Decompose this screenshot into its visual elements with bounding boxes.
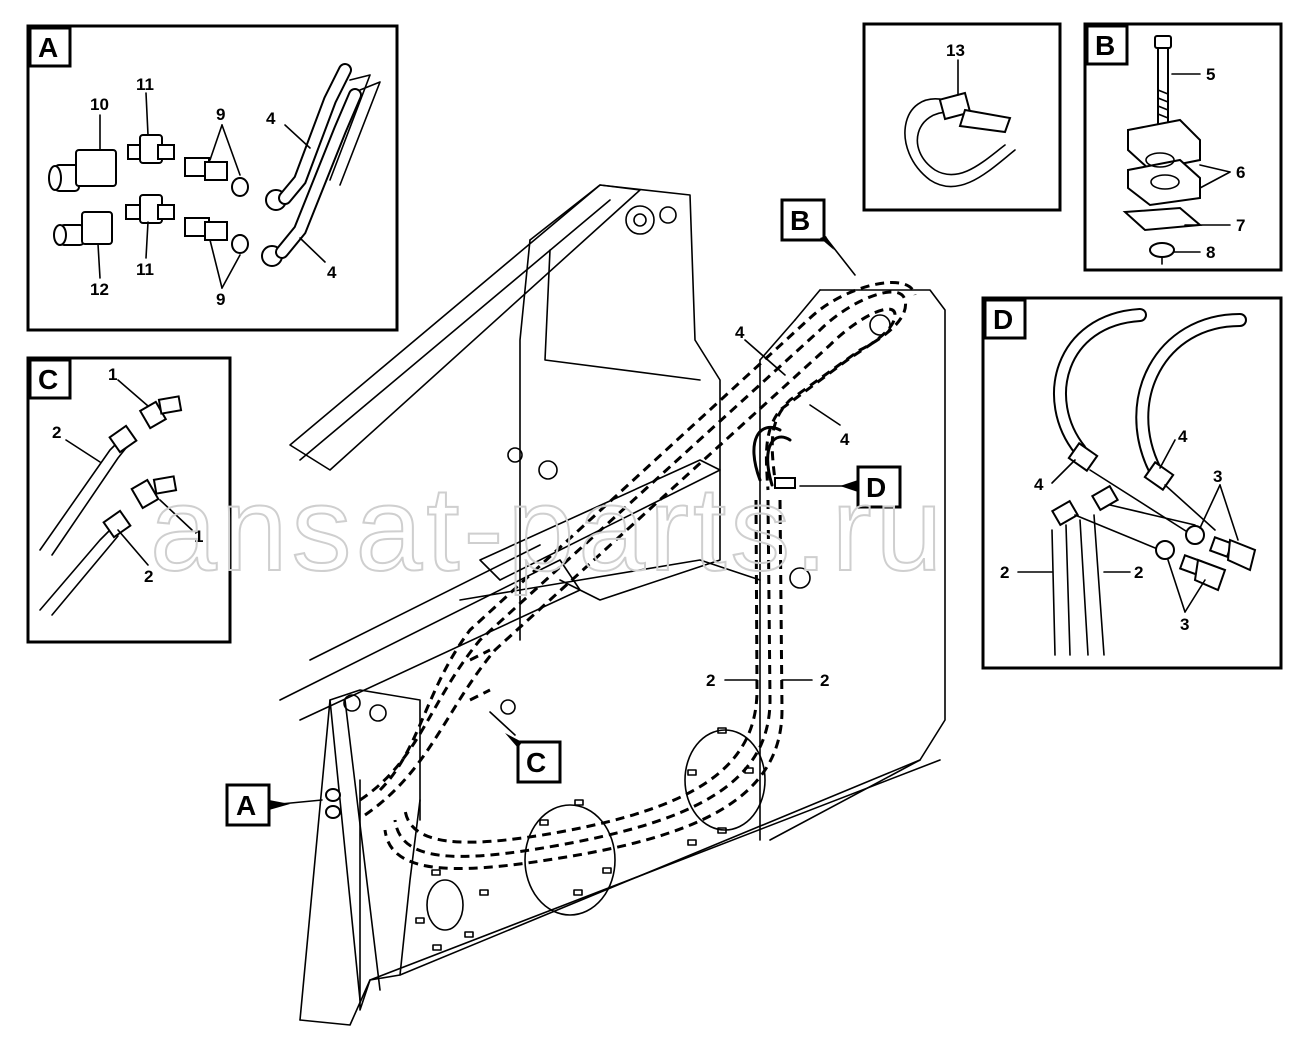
label-1-top: 1 [108,365,117,384]
svg-text:C: C [526,747,546,778]
adapter-10 [48,149,117,192]
elbow-11-top [127,134,175,164]
svg-text:A: A [236,790,256,821]
nipple-9-bottom [184,217,249,254]
label-13: 13 [946,41,965,60]
label-4-right: 4 [1178,427,1188,446]
label-hose-2-left: 2 [706,671,715,690]
label-3-bottom: 3 [1180,615,1189,634]
hose-end-4-top [265,63,381,211]
label-7: 7 [1236,216,1245,235]
label-4-left: 4 [1034,475,1044,494]
bolt-holes [415,727,754,951]
detail-panel-a: A [26,24,399,332]
label-hose-2-right: 2 [820,671,829,690]
watermark: ansat-parts.ru [150,462,946,596]
callout-c[interactable]: C [505,733,562,784]
label-hose-4-upper: 4 [735,323,745,342]
panel-a-title: A [38,32,58,63]
clamp-6 [1127,118,1201,207]
elbow-1-bottom [130,475,178,510]
label-8: 8 [1206,243,1215,262]
elbow-11-bottom [125,194,175,224]
hose-routing [359,281,917,871]
hose-end-4-bottom [261,88,362,267]
label-2-left: 2 [1000,563,1009,582]
loader-frame [279,184,946,1026]
detail-panel-c: C 1 2 1 2 [26,356,232,644]
nipple-9-top [184,157,249,197]
label-1-bottom: 1 [194,527,203,546]
label-4-bottom: 4 [327,263,337,282]
label-6: 6 [1236,163,1245,182]
label-2-right: 2 [1134,563,1143,582]
label-3-top: 3 [1213,467,1222,486]
panel-b-title: B [1095,30,1115,61]
callout-b[interactable]: B [780,198,834,250]
detail-panel-d: D [981,296,1283,670]
label-12: 12 [90,280,109,299]
label-4-top: 4 [266,109,276,128]
nut-8 [1149,242,1175,265]
label-9-bottom: 9 [216,290,225,309]
strap-buckle [938,91,1012,134]
callout-d[interactable]: D [840,465,902,509]
label-hose-4-lower: 4 [840,430,850,449]
label-2-top: 2 [52,423,61,442]
label-11-bottom: 11 [136,260,154,279]
label-2-bottom: 2 [144,567,153,586]
label-9-top: 9 [216,105,225,124]
adapter-12 [53,211,113,246]
svg-text:B: B [790,205,810,236]
panel-d-title: D [993,304,1013,335]
panel-c-title: C [38,364,58,395]
callout-a[interactable]: A [225,783,290,827]
detail-panel-strap: 13 [862,22,1062,212]
main-leaders [269,237,857,806]
bolt-5 [1154,35,1172,129]
label-5: 5 [1206,65,1215,84]
label-11-top: 11 [136,75,154,94]
svg-text:D: D [866,472,886,503]
label-10: 10 [90,95,109,114]
fittings-3 [1155,525,1257,592]
elbow-1-top [138,395,183,430]
detail-panel-b: B 5 6 7 8 [1083,22,1283,272]
